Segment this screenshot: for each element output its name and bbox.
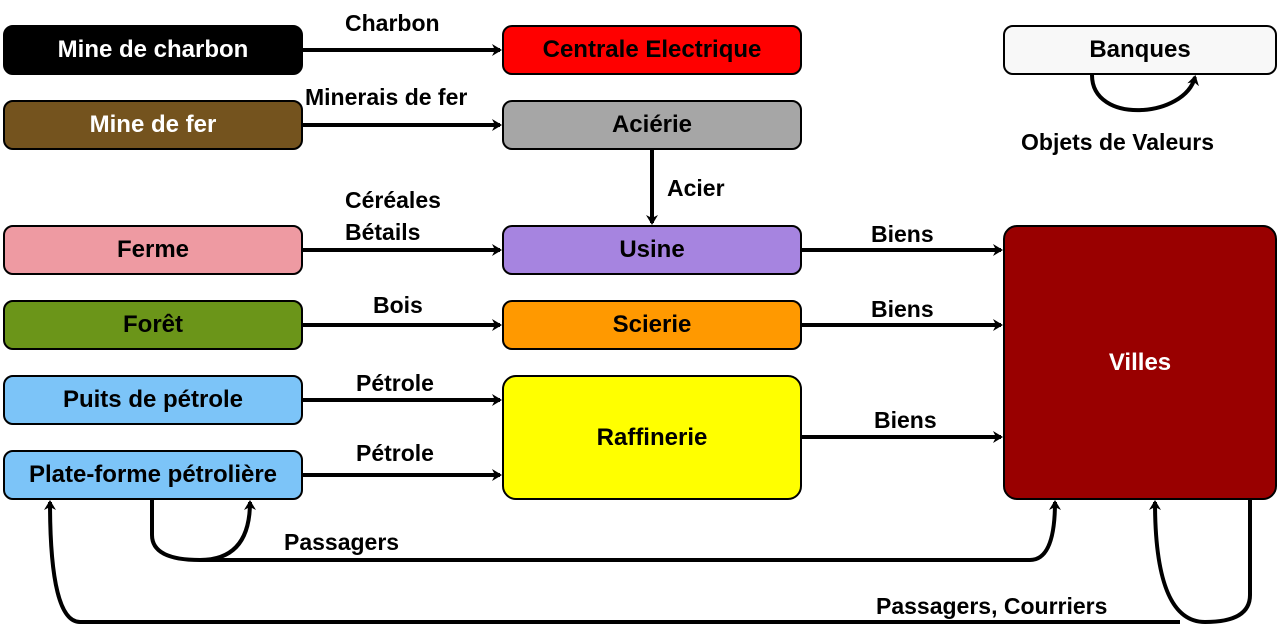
edge-label-biens-usine: Biens — [871, 221, 934, 247]
edge-label-acier: Acier — [667, 175, 725, 201]
edge-plateforme-selfloop — [150, 500, 256, 563]
node-label: Mine de fer — [89, 111, 217, 138]
node-mine-de-charbon: Mine de charbon — [3, 25, 303, 75]
edge-label-biens-raffinerie: Biens — [874, 407, 937, 433]
edge-label-charbon: Charbon — [345, 10, 440, 36]
node-label: Raffinerie — [596, 423, 708, 451]
node-label: Ferme — [116, 236, 190, 263]
node-acierie: Aciérie — [502, 100, 802, 150]
edge-label-petrole-puits: Pétrole — [356, 370, 434, 396]
node-usine: Usine — [502, 225, 802, 275]
node-puits-de-petrole: Puits de pétrole — [3, 375, 303, 425]
node-label: Usine — [619, 236, 685, 263]
edge-passagers — [200, 500, 1061, 562]
edge-label-passagers-courriers: Passagers, Courriers — [876, 593, 1108, 619]
edge-label-objets-de-valeurs: Objets de Valeurs — [1021, 129, 1215, 155]
edge-objets-loop — [1090, 74, 1199, 113]
node-label: Villes — [1108, 348, 1172, 376]
node-banques: Banques — [1003, 25, 1277, 75]
node-label: Mine de charbon — [57, 36, 249, 63]
node-label: Centrale Electrique — [542, 36, 762, 63]
node-label: Scierie — [612, 311, 692, 338]
edge-label-minerais: Minerais de fer — [305, 84, 468, 110]
node-foret: Forêt — [3, 300, 303, 350]
edge-label-passagers: Passagers — [284, 529, 400, 555]
node-mine-de-fer: Mine de fer — [3, 100, 303, 150]
node-villes: Villes — [1003, 225, 1277, 500]
edge-label-cereales: Céréales — [345, 187, 441, 213]
node-raffinerie: Raffinerie — [502, 375, 802, 500]
node-label: Puits de pétrole — [62, 386, 244, 413]
node-label: Forêt — [123, 311, 183, 338]
node-ferme: Ferme — [3, 225, 303, 275]
edge-label-bois: Bois — [373, 292, 423, 318]
node-scierie: Scierie — [502, 300, 802, 350]
node-label: Plate-forme pétrolière — [28, 461, 278, 488]
edge-label-betails: Bétails — [345, 219, 421, 245]
edge-label-petrole-plateforme: Pétrole — [356, 440, 434, 466]
node-label: Banques — [1089, 36, 1191, 63]
edge-label-biens-scierie: Biens — [871, 296, 934, 322]
node-centrale-electrique: Centrale Electrique — [502, 25, 802, 75]
node-plate-forme-petroliere: Plate-forme pétrolière — [3, 450, 303, 500]
edge-passagers-courriers — [1149, 500, 1252, 625]
node-label: Aciérie — [611, 111, 693, 138]
edge-passagers-courriers-return — [44, 500, 1180, 624]
